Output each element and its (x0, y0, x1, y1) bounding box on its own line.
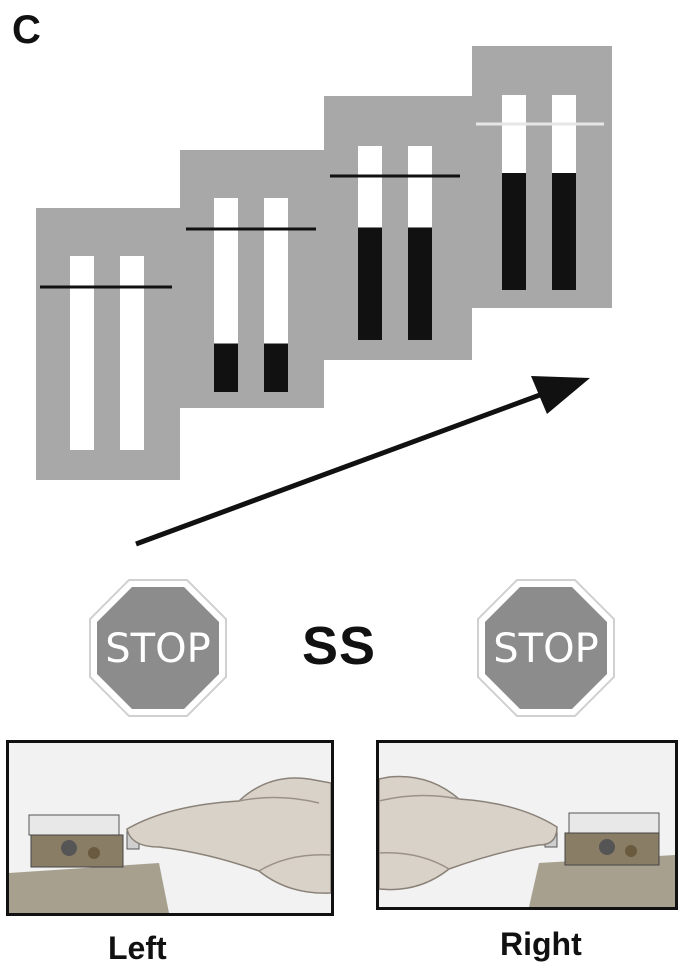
right-response-photo (376, 740, 678, 910)
left-label: Left (108, 930, 167, 966)
left-bar (70, 256, 94, 450)
panel-letter: C (12, 8, 41, 52)
frame-background (36, 208, 180, 480)
right-bar-fill (552, 173, 576, 290)
frame-background (324, 96, 472, 360)
finger-press-left-illustration (9, 743, 331, 913)
left-bar-fill (358, 227, 382, 340)
finger-press-right-illustration (379, 743, 675, 907)
stimulus-frame (36, 208, 180, 480)
left-bar-fill (214, 343, 238, 392)
stimulus-frame (472, 46, 612, 308)
right-bar-fill (264, 343, 288, 392)
stop-sign-right: STOP (477, 579, 615, 717)
frame-background (180, 150, 324, 408)
stop-text: STOP (493, 626, 598, 672)
right-bar-fill (408, 227, 432, 340)
stop-octagon (485, 587, 607, 709)
time-arrow (135, 376, 590, 547)
stimulus-sequence (36, 46, 612, 547)
left-response-photo (6, 740, 334, 916)
stop-octagon (97, 587, 219, 709)
stimulus-frame (180, 150, 324, 408)
ss-label: SS (302, 616, 377, 676)
stimulus-frame (324, 96, 472, 360)
right-bar (120, 256, 144, 450)
frame-background (472, 46, 612, 308)
right-label: Right (500, 926, 582, 962)
left-bar-fill (502, 173, 526, 290)
stop-text: STOP (105, 626, 210, 672)
stimulus-frames (36, 46, 612, 480)
stop-sign-left: STOP (89, 579, 227, 717)
